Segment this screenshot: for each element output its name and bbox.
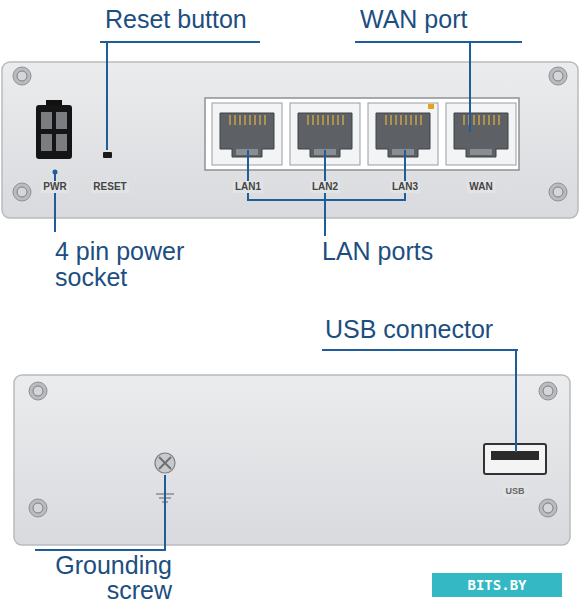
leader-lines: [35, 42, 522, 550]
power-socket: [36, 100, 72, 159]
back-panel: [14, 375, 570, 545]
panel-marking: WAN: [467, 181, 494, 193]
callout-label: WAN port: [360, 6, 467, 32]
port-block: [205, 98, 519, 170]
callout-label: Grounding screw: [12, 553, 172, 603]
watermark: BITS.BY: [432, 573, 562, 597]
callout-label: LAN ports: [322, 238, 433, 264]
panel-marking: LAN1: [233, 181, 263, 193]
callout-label: USB connector: [325, 316, 493, 342]
callout-label: 4 pin power socket: [55, 238, 215, 290]
reset-hole: [103, 152, 112, 158]
panel-marking: LAN2: [310, 181, 340, 193]
panel-marking: PWR: [41, 181, 68, 193]
watermark-ground: [432, 573, 562, 597]
panel-marking: USB: [503, 486, 526, 497]
front-panel: [2, 62, 578, 218]
panel-marking: RESET: [91, 181, 128, 193]
callout-label: Reset button: [105, 6, 247, 32]
panel-marking: LAN3: [390, 181, 420, 193]
